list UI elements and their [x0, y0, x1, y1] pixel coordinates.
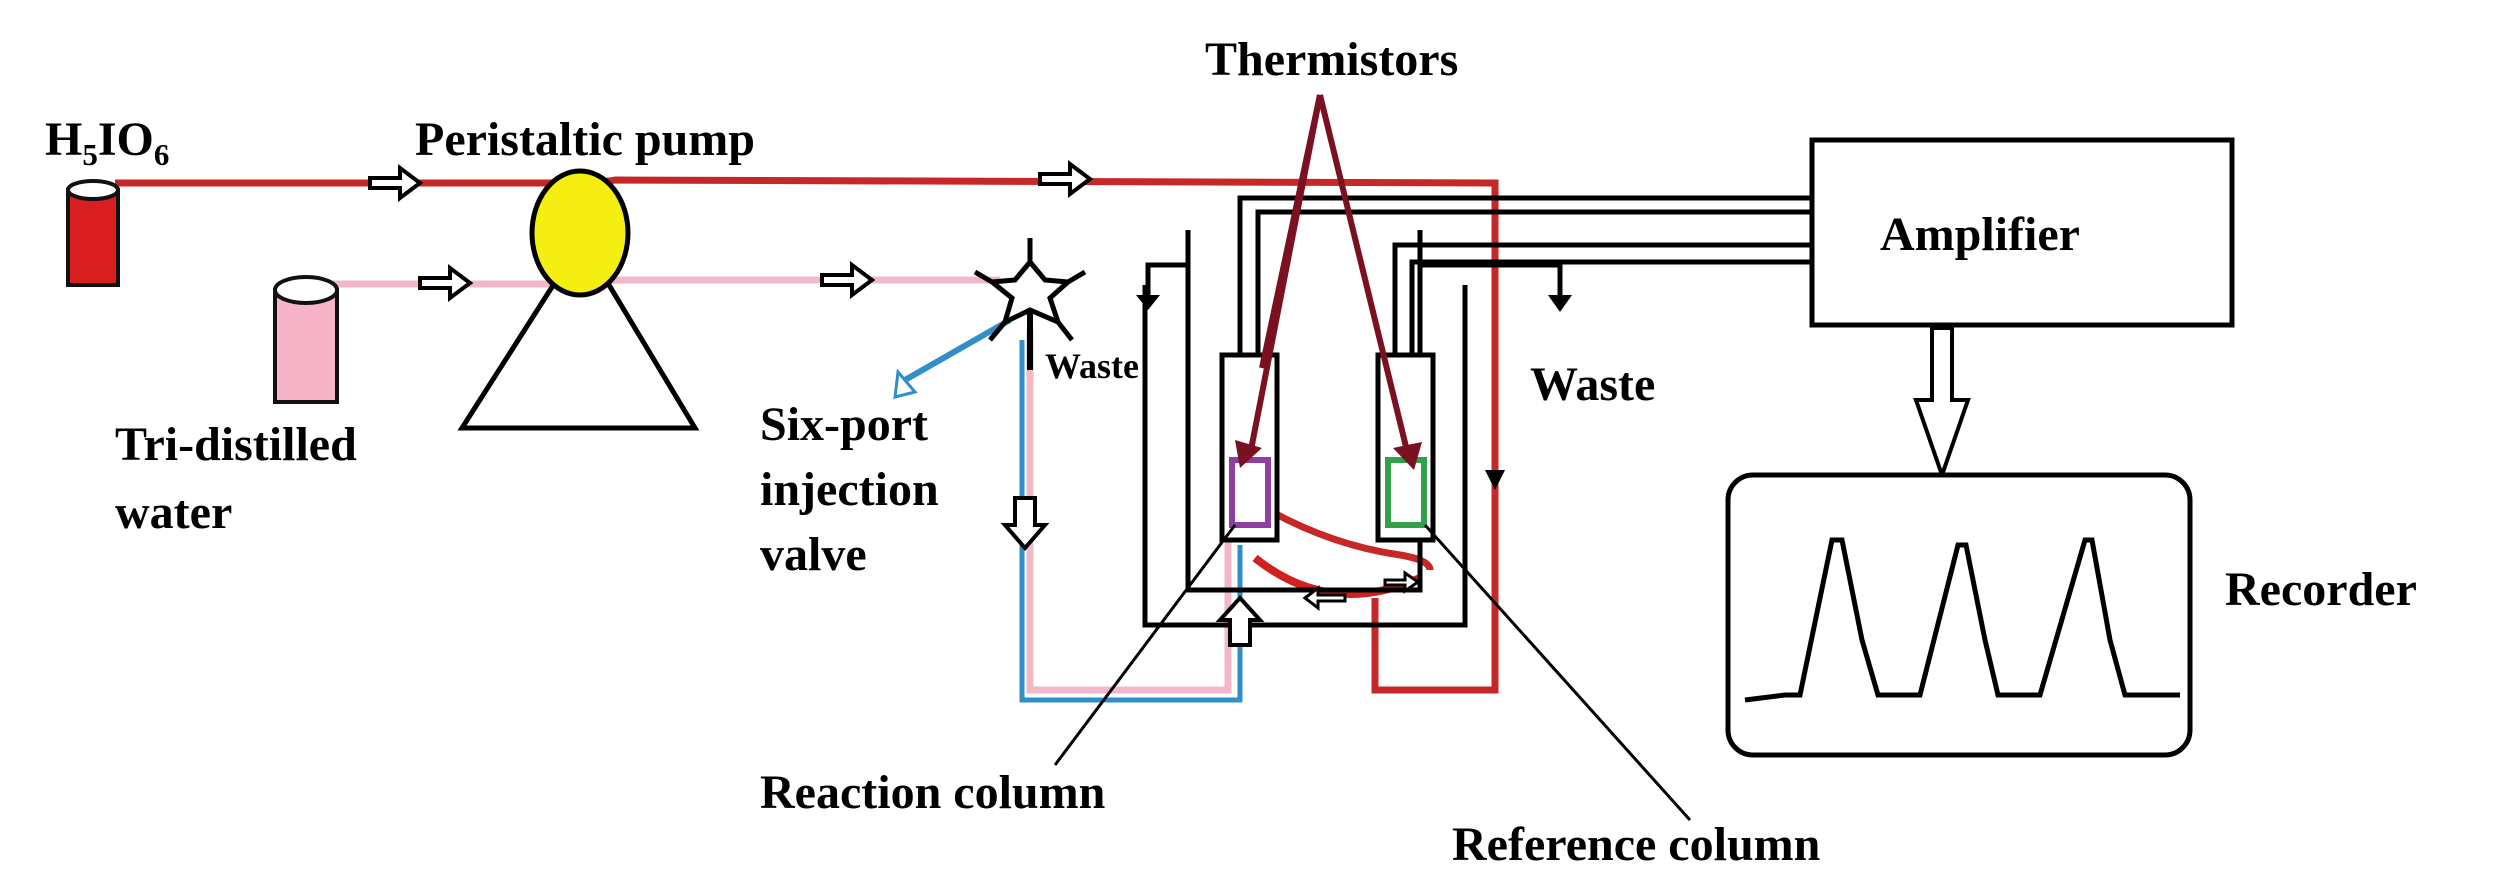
reference-column-label: Reference column	[1452, 818, 1820, 871]
thermistor-pointers	[1247, 94, 1411, 456]
flow-arrow-icon	[368, 160, 1094, 302]
thermistors-label: Thermistors	[1205, 33, 1458, 86]
valve-label-line2: injection	[760, 463, 939, 516]
water-label-line2: water	[115, 486, 232, 539]
valve-label-line1: Six-port	[760, 398, 928, 451]
thermistor-arrowhead-right-icon	[1393, 442, 1422, 470]
valve-label-line3: valve	[760, 528, 867, 581]
amplifier-to-recorder-arrow-icon	[1913, 326, 1971, 482]
amplifier-box	[1809, 137, 2235, 328]
water-bottle-icon	[273, 275, 339, 404]
six-port-valve-icon	[973, 238, 1087, 370]
injection-out-line	[903, 317, 1012, 383]
column-label-pointers	[1053, 523, 1692, 822]
reaction-column-label: Reaction column	[760, 766, 1105, 819]
peristaltic-pump-icon	[457, 168, 700, 431]
up-arrow-icon	[1215, 595, 1265, 647]
injection-out-arrow	[893, 368, 918, 399]
thermistor-arrowhead-left-icon	[1235, 440, 1262, 468]
waste-left-arrow-icon	[1136, 295, 1160, 310]
waste-right-arrow-icon	[1548, 295, 1572, 312]
signal-wires	[1237, 195, 1812, 355]
recorder-trace	[1744, 537, 2180, 703]
reagent-label: H5IO6	[45, 113, 169, 172]
amplifier-label: Amplifier	[1880, 208, 2080, 261]
recorder-box	[1725, 472, 2193, 758]
reagent-loop	[1263, 504, 1434, 571]
water-label-line1: Tri-distilled	[115, 418, 357, 471]
pump-label: Peristaltic pump	[415, 113, 755, 166]
down-arrow-icon	[1000, 496, 1050, 552]
loop-arrow-icon	[1302, 570, 1421, 612]
injection-line	[1019, 340, 1243, 703]
recorder-label: Recorder	[2225, 563, 2417, 616]
reagent-down-arrow-icon	[1485, 470, 1505, 490]
reagent-bottle-icon	[66, 179, 120, 287]
valve-waste-label: Waste	[1045, 346, 1139, 386]
waste-right-label: Waste	[1530, 358, 1655, 411]
